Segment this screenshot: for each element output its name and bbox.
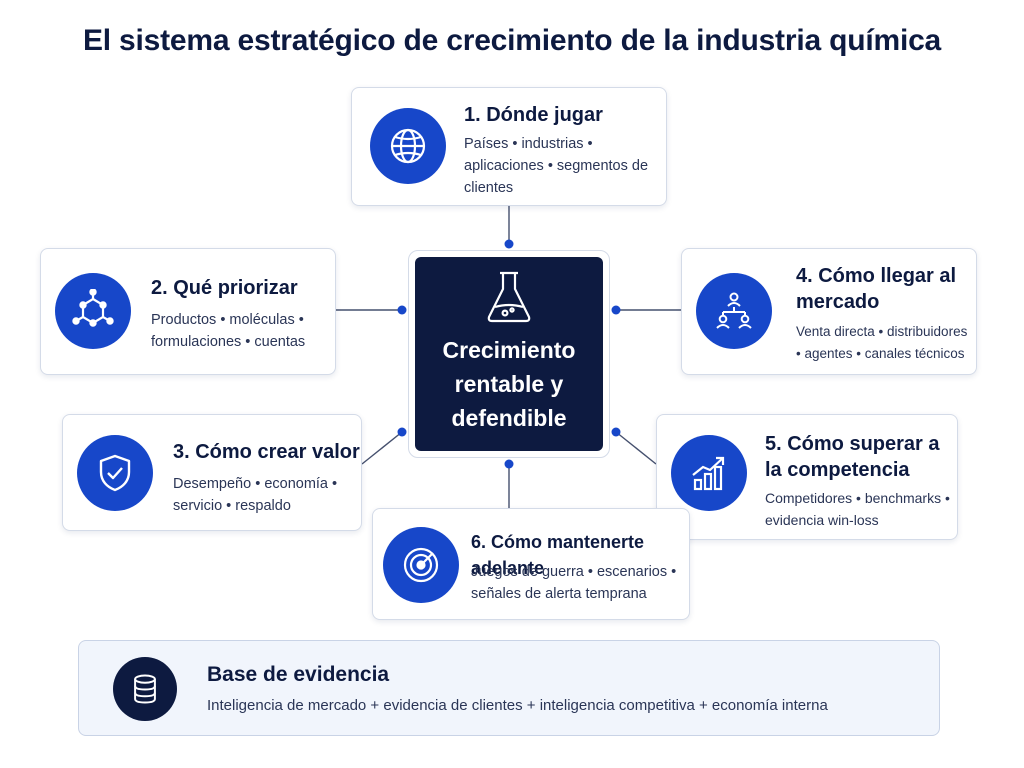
center-text: Crecimiento rentable y defendible (442, 337, 576, 431)
shield-check-icon (77, 435, 153, 511)
node-como-llegar-al-mercado: 4. Cómo llegar al mercado Venta directa … (681, 248, 977, 375)
node-6-title: 6. Cómo mantenerte adelante (471, 532, 645, 578)
base-text: Inteligencia de mercado + evidencia de c… (207, 697, 828, 714)
molecule-icon (55, 273, 131, 349)
node-como-crear-valor: 3. Cómo crear valor Desempeño • economía… (62, 414, 362, 531)
node-4-title: 4. Cómo llegar al mercado (796, 265, 957, 313)
node-5-text: Competidores • benchmarks • evidencia wi… (765, 490, 950, 528)
node-2-text: Productos • moléculas • formulaciones • … (151, 312, 306, 350)
page-title: El sistema estratégico de crecimiento de… (82, 24, 942, 57)
node-6-text: Juegos de guerra • escenarios • señales … (471, 564, 677, 602)
node-5-title: 5. Cómo superar a la competencia (765, 433, 940, 481)
node-3-text: Desempeño • economía • servicio • respal… (173, 476, 338, 514)
node-1-title: 1. Dónde jugar (464, 104, 603, 126)
node-donde-jugar: 1. Dónde jugar Países • industrias • apl… (351, 87, 667, 206)
growth-chart-icon (671, 435, 747, 511)
center-goal: Crecimiento rentable y defendible (408, 250, 610, 458)
base-title: Base de evidencia (207, 663, 390, 686)
node-3-title: 3. Cómo crear valor (173, 441, 360, 463)
globe-icon (370, 108, 446, 184)
flask-icon (487, 271, 531, 323)
node-como-mantenerte-adelante: 6. Cómo mantenerte adelante Juegos de gu… (372, 508, 690, 620)
node-que-priorizar: 2. Qué priorizar Productos • moléculas •… (40, 248, 336, 375)
node-1-text: Países • industrias • aplicaciones • seg… (464, 136, 649, 196)
node-como-superar-a-la-competencia: 5. Cómo superar a la competencia Competi… (656, 414, 958, 540)
node-4-text: Venta directa • distribuidores • agentes… (796, 324, 968, 361)
node-2-title: 2. Qué priorizar (151, 277, 298, 299)
database-icon (113, 657, 177, 721)
base-de-evidencia: Base de evidencia Inteligencia de mercad… (78, 640, 940, 736)
network-people-icon (696, 273, 772, 349)
radar-icon (383, 527, 459, 603)
